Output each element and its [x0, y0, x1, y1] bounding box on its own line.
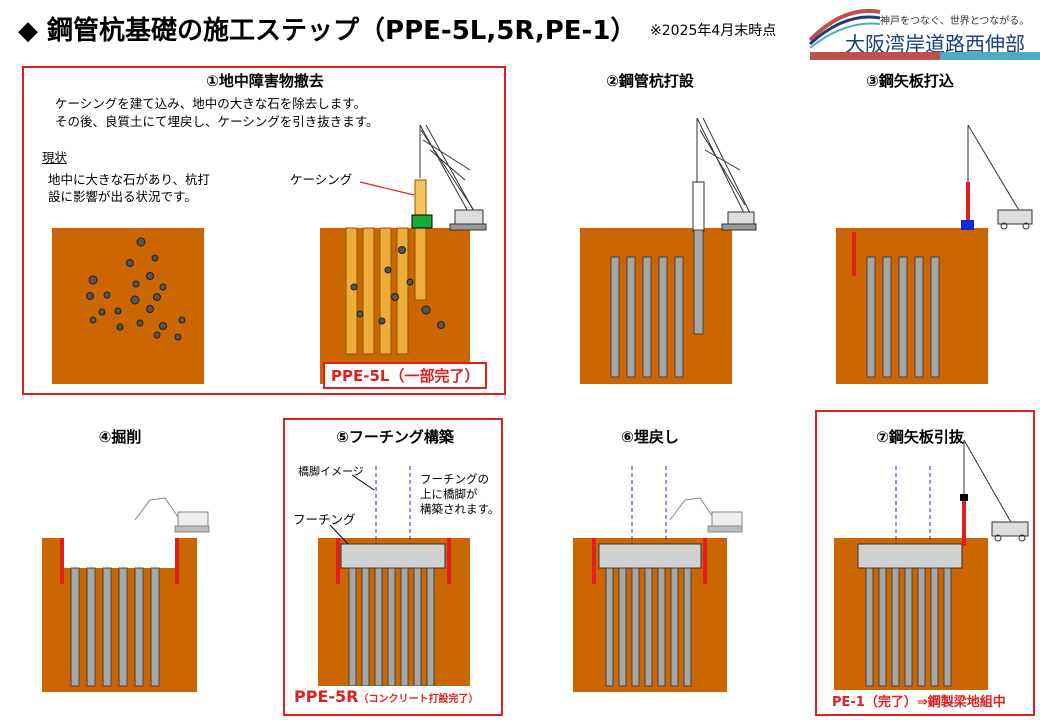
step7-title: ⑦鋼矢板引抜	[876, 428, 964, 446]
logo-bridge-icon	[808, 8, 881, 49]
excavator-icon-4	[134, 497, 210, 533]
logo	[805, 0, 1040, 62]
step6-title: ⑥埋戻し	[621, 428, 679, 446]
step3-piles	[866, 256, 940, 378]
footing-leader-line	[329, 524, 349, 545]
step5-status-badge: PPE-5R（コンクリート打設完了）	[290, 686, 483, 707]
page-title: ◆ 鋼管杭基礎の施工ステップ（PPE-5L,5R,PE-1）	[18, 16, 637, 46]
step4-title: ④掘削	[98, 428, 142, 446]
step3-sheet-pile-left	[852, 232, 856, 276]
step2-soil	[580, 228, 732, 384]
step4-sheet-pile-left	[60, 538, 64, 584]
step7-footing	[857, 543, 963, 569]
step5-status-main: PPE-5R	[294, 687, 359, 706]
casing-label: ケーシング	[290, 172, 353, 187]
logo-tagline: 神戸をつなぐ、世界とつながる。	[880, 16, 1030, 27]
step1-soil-casing	[320, 228, 470, 384]
pier-image-label: 橋脚イメージ	[298, 465, 364, 478]
step6-sheet-pile-right	[703, 538, 707, 584]
extractor-head-icon	[960, 494, 968, 501]
step5-status-sub: （コンクリート打設完了）	[358, 694, 479, 705]
step7-piles	[865, 567, 952, 687]
step2-pile-head	[692, 181, 705, 233]
step6-piles	[605, 567, 692, 687]
mobile-crane-icon-7	[963, 439, 1029, 542]
step7-frame	[815, 410, 1035, 716]
step5-note-line1: フーチングの	[420, 472, 489, 486]
logo-bar-blue	[940, 52, 1040, 60]
step1-desc-line1: ケーシングを建て込み、地中の大きな石を除去します。	[55, 96, 367, 111]
step6-sheet-pile-left	[592, 538, 596, 584]
step2-piles	[610, 256, 684, 378]
step5-frame	[283, 418, 503, 716]
step1-soil-before	[52, 228, 204, 384]
step1-status-badge: PPE-5L（一部完了）	[323, 362, 488, 389]
step5-sheet-pile-right	[447, 538, 451, 584]
step5-title: ⑤フーチング構築	[336, 428, 454, 446]
step3-title: ③鋼矢板打込	[866, 72, 954, 90]
step2-pile-driven	[693, 229, 704, 335]
step4-piles	[70, 567, 160, 687]
step6-footing	[598, 543, 702, 569]
date-note: ※2025年4月末時点	[650, 23, 777, 39]
step1-title: ①地中障害物撤去	[206, 72, 324, 90]
pier-leader-line	[351, 474, 375, 491]
step1-stones-2	[350, 246, 445, 329]
casing-leader-line	[359, 181, 415, 196]
step5-note-line2: 上に橋脚が	[420, 487, 478, 501]
footing-label: フーチング	[293, 512, 356, 527]
step7-status-badge: PE-1（完了）⇒鋼製梁地組中	[828, 690, 1010, 711]
step1-frame	[22, 66, 506, 395]
step1-stones	[86, 237, 186, 341]
step5-piles	[348, 567, 435, 687]
step2-title: ②鋼管杭打設	[606, 72, 694, 90]
step5-sheet-pile-left	[336, 538, 340, 584]
step7-sheet-pile-extracted	[962, 498, 966, 546]
step4-sheet-pile-right	[175, 538, 179, 584]
step1-desc-line2: その後、良質土にて埋戻し、ケーシングを引き抜きます。	[55, 114, 379, 129]
logo-bar-red	[810, 52, 940, 60]
mobile-crane-icon-3	[967, 124, 1033, 230]
crawler-crane-icon-2	[696, 117, 757, 231]
crawler-crane-icon-1	[419, 124, 487, 231]
excavator-icon-6	[669, 497, 743, 533]
step1-current-line2: 設に影響が出る状況です。	[48, 189, 197, 204]
casing-driver-icon	[411, 214, 433, 229]
step5-footing	[340, 543, 446, 569]
step3-sheet-pile-hanging	[966, 182, 970, 222]
step3-soil	[836, 228, 988, 384]
step1-casings	[345, 179, 427, 355]
vibro-hammer-icon	[961, 220, 974, 230]
step5-note-line3: 構築されます。	[420, 502, 500, 516]
step1-current-line1: 地中に大きな石があり、杭打	[48, 172, 211, 187]
step1-current-label: 現状	[42, 150, 68, 165]
